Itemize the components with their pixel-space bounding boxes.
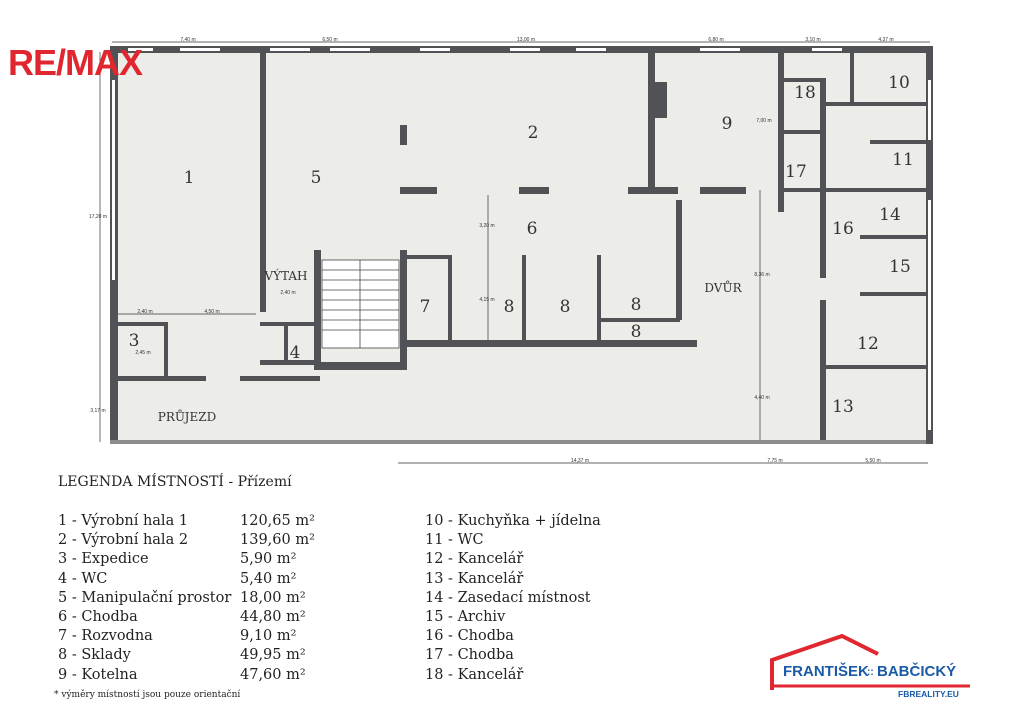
- room-13: 13: [832, 397, 854, 417]
- legend-item: 12 - Kancelář: [425, 551, 524, 568]
- legend-item: 11 - WC: [425, 532, 484, 549]
- dim-bottom-3: 5,50 m: [865, 458, 880, 464]
- room-8c: 8: [631, 295, 642, 315]
- room-3: 3: [129, 331, 140, 351]
- room-8a: 8: [504, 297, 515, 317]
- fbreality-logo: FRANTIŠEK :: BABČICKÝ FBREALITY.EU: [770, 633, 970, 699]
- legend-item: 14 - Zasedací místnost: [425, 589, 591, 606]
- dim-inner-4: 2,40 m: [280, 290, 295, 296]
- room-12: 12: [857, 334, 879, 354]
- legend-item: 16 - Chodba: [425, 628, 514, 645]
- room-1: 1: [184, 168, 195, 188]
- fb-logo-name: FRANTIŠEK: [783, 662, 869, 680]
- dim-top-1: 7,40 m: [180, 37, 195, 43]
- legend-item: 5 - Manipulační prostor: [58, 589, 232, 606]
- legend-item: 17 - Chodba: [425, 647, 514, 664]
- room-5: 5: [311, 168, 322, 188]
- courtyard-label: DVŮR: [704, 280, 742, 295]
- dim-top-3: 13,00 m: [517, 37, 535, 43]
- room-15: 15: [889, 257, 911, 277]
- legend-area: 139,60 m²: [240, 532, 315, 549]
- room-2: 2: [528, 123, 539, 143]
- passage-label: PRŮJEZD: [158, 409, 216, 424]
- dim-bottom-1: 14,37 m: [571, 458, 589, 464]
- dimension-lines: 7,40 m 6,50 m 13,00 m 6,80 m 3,10 m 4,37…: [89, 37, 930, 464]
- legend-left-areas: 120,65 m² 139,60 m² 5,90 m² 5,40 m² 18,0…: [240, 512, 315, 685]
- fb-logo-name2: BABČICKÝ: [877, 662, 956, 680]
- legend-area: 9,10 m²: [240, 628, 297, 645]
- legend-item: 6 - Chodba: [58, 609, 138, 626]
- legend-item: 4 - WC: [58, 570, 108, 587]
- room-14: 14: [879, 205, 901, 225]
- dim-left-1: 17,20 m: [89, 214, 107, 220]
- room-7: 7: [420, 297, 431, 317]
- dim-inner-2: 4,50 m: [204, 309, 219, 315]
- legend-item: 8 - Sklady: [58, 647, 131, 664]
- legend-item: 15 - Archiv: [425, 609, 506, 626]
- dim-top-2: 6,50 m: [322, 37, 337, 43]
- dim-inner-7: 7,00 m: [756, 118, 771, 124]
- legend-title: LEGENDA MÍSTNOSTÍ - Přízemí: [58, 474, 292, 490]
- dim-inner-3: 2,45 m: [135, 350, 150, 356]
- room-9: 9: [722, 114, 733, 134]
- room-10: 10: [888, 73, 910, 93]
- legend-item: 7 - Rozvodna: [58, 628, 153, 645]
- room-4: 4: [290, 343, 301, 363]
- room-16: 16: [832, 219, 854, 239]
- legend-area: 49,95 m²: [240, 647, 306, 664]
- legend-item: 9 - Kotelna: [58, 666, 138, 683]
- legend-area: 44,80 m²: [240, 609, 306, 626]
- dim-left-2: 3,17 m: [90, 408, 105, 414]
- legend-area: 47,60 m²: [240, 666, 306, 683]
- legend-area: 120,65 m²: [240, 513, 315, 529]
- room-8d: 8: [631, 322, 642, 342]
- room-17: 17: [785, 162, 807, 182]
- remax-logo: RE/MAX: [8, 42, 143, 83]
- dim-top-4: 6,80 m: [708, 37, 723, 43]
- legend-item: 3 - Expedice: [58, 551, 149, 568]
- legend-left-names: 1 - Výrobní hala 1 2 - Výrobní hala 2 3 …: [58, 512, 231, 685]
- legend-item: 18 - Kancelář: [425, 666, 524, 683]
- room-labels: 1 2 3 4 5 6 7 8 8 8 8 9 10 11 12 13 14 1…: [129, 73, 914, 424]
- fb-logo-url: FBREALITY.EU: [898, 689, 959, 699]
- dim-top-6: 4,37 m: [878, 37, 893, 43]
- legend-item: 2 - Výrobní hala 2: [58, 532, 189, 549]
- legend-area: 5,40 m²: [240, 570, 297, 587]
- legend-area: 18,00 m²: [240, 589, 306, 606]
- floor-area: [117, 52, 928, 442]
- dim-inner-9: 4,40 m: [754, 395, 769, 401]
- dim-inner-5: 3,20 m: [479, 223, 494, 229]
- interior-walls: [116, 52, 926, 440]
- legend-area: 5,90 m²: [240, 551, 297, 568]
- legend-note: * výměry místností jsou pouze orientační: [54, 690, 241, 700]
- dim-bottom-2: 7,75 m: [767, 458, 782, 464]
- room-6: 6: [527, 219, 538, 239]
- room-11: 11: [892, 150, 914, 170]
- legend-right: 10 - Kuchyňka + jídelna 11 - WC 12 - Kan…: [425, 512, 601, 685]
- legend-item: 10 - Kuchyňka + jídelna: [425, 513, 601, 529]
- legend-item: 1 - Výrobní hala 1: [58, 513, 189, 529]
- elevator-label: VÝTAH: [263, 268, 307, 283]
- windows: [112, 48, 931, 430]
- room-8b: 8: [560, 297, 571, 317]
- room-18: 18: [794, 83, 816, 103]
- legend-item: 13 - Kancelář: [425, 570, 524, 587]
- dim-inner-8: 8,36 m: [754, 272, 769, 278]
- dim-inner-6: 4,15 m: [479, 297, 494, 303]
- dim-inner-1: 2,40 m: [137, 309, 152, 315]
- dim-top-5: 3,10 m: [805, 37, 820, 43]
- fb-logo-separator: ::: [867, 667, 874, 678]
- staircase: [321, 259, 400, 349]
